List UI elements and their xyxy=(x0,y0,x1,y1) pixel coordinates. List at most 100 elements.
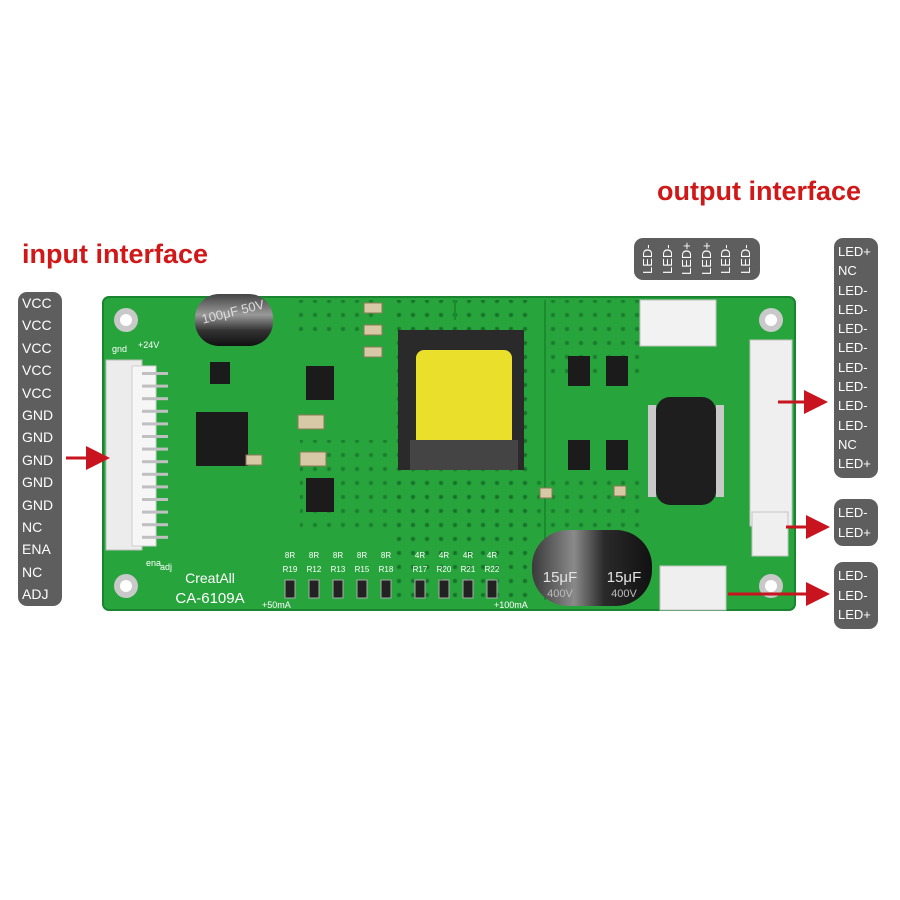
pin-label: LED- xyxy=(838,568,868,583)
pin-label: LED- xyxy=(838,587,868,603)
resistor-value: 4R xyxy=(463,551,473,560)
pin-label: LED+ xyxy=(838,607,871,622)
output-connector-top xyxy=(639,299,717,347)
pin-label: VCC xyxy=(22,384,52,401)
resistor xyxy=(308,579,320,599)
resistor xyxy=(380,579,392,599)
output-b-pin-list: LED- LED+ xyxy=(834,499,878,546)
cap-value-2: 15μF xyxy=(607,569,642,586)
pin-label: NC xyxy=(838,436,857,452)
resistor-value: 8R xyxy=(333,551,343,560)
resistor-value: 4R xyxy=(415,551,425,560)
output-top-pin-list: LED- LED- LED+ LED+ LED- LED- xyxy=(634,238,760,280)
resistor-id: R17 xyxy=(413,565,428,574)
pin-label: GND xyxy=(22,474,54,491)
connector-pin xyxy=(142,535,168,539)
capacitor-small: 100μF 50V xyxy=(195,294,273,346)
pin-label: LED- xyxy=(838,340,868,356)
resistor-value: 8R xyxy=(285,551,295,560)
connector-pin xyxy=(142,523,168,527)
pin-label: LED- xyxy=(838,321,868,337)
resistor-id: R22 xyxy=(485,565,500,574)
resistor-id: R19 xyxy=(283,565,298,574)
resistor xyxy=(414,579,426,599)
cap-voltage: 400V xyxy=(547,588,573,600)
output-interface-title: output interface xyxy=(657,176,862,206)
silk-ena: ena xyxy=(146,558,161,568)
connector-pin xyxy=(142,397,168,401)
resistor-value: 8R xyxy=(357,551,367,560)
connector-pin xyxy=(142,498,168,501)
inductor xyxy=(648,397,724,505)
resistor-row: 8R R19 8R R12 8R R13 8R R15 8R R18 4R R17 4R R20 4R R21… xyxy=(283,551,500,599)
pin-label: GND xyxy=(22,407,54,424)
smd-components xyxy=(245,302,627,499)
current-left: +50mA xyxy=(262,600,291,610)
pin-label: LED+ xyxy=(838,456,871,472)
pin-label: LED- xyxy=(838,398,868,414)
resistor xyxy=(438,579,450,599)
silk-gnd: gnd xyxy=(112,344,127,354)
resistor-value: 4R xyxy=(487,551,497,560)
pin-label: LED+ xyxy=(838,524,871,540)
connector-pin xyxy=(142,409,168,413)
connector-pin xyxy=(142,435,168,438)
silk-24v: +24V xyxy=(138,340,159,350)
pin-label: LED- xyxy=(838,379,868,395)
output-connector-c xyxy=(659,565,727,611)
pin-label: VCC xyxy=(22,339,52,356)
pin-label: LED- xyxy=(838,417,868,433)
board-brand: CreatAll xyxy=(185,570,235,586)
output-c-pin-list: LED- LED- LED+ xyxy=(834,562,878,629)
pin-label: GND xyxy=(22,451,54,468)
input-connector-pins xyxy=(142,372,168,539)
output-connector-main xyxy=(749,339,793,527)
pin-label: ENA xyxy=(22,541,51,558)
pin-label: NC xyxy=(22,563,43,580)
pin-label: LED- xyxy=(838,282,868,298)
resistor-id: R21 xyxy=(461,565,476,574)
connector-pin xyxy=(142,472,168,476)
connector-pin xyxy=(142,447,168,451)
connector-pin xyxy=(142,510,168,514)
resistor-id: R20 xyxy=(437,565,452,574)
resistor-id: R13 xyxy=(331,565,346,574)
pin-label: LED+ xyxy=(679,242,694,276)
resistor-id: R15 xyxy=(355,565,370,574)
pin-label: GND xyxy=(22,429,54,446)
pin-label: NC xyxy=(838,263,857,279)
pin-label: LED- xyxy=(838,359,868,375)
transformer xyxy=(398,330,524,470)
cap-voltage-2: 400V xyxy=(611,588,637,600)
pin-label: NC xyxy=(22,519,43,536)
connector-pin xyxy=(142,422,168,426)
resistor-value: 8R xyxy=(309,551,319,560)
connector-pin xyxy=(142,384,168,388)
pin-label: LED+ xyxy=(698,242,714,276)
pin-label: VCC xyxy=(22,317,52,334)
board-model: CA-6109A xyxy=(175,590,244,607)
output-connector-b xyxy=(751,511,789,557)
pin-label: LED- xyxy=(640,244,655,274)
resistor-id: R18 xyxy=(379,565,394,574)
pin-label: LED+ xyxy=(838,244,871,259)
resistor xyxy=(486,579,498,599)
pin-label: LED- xyxy=(718,244,733,274)
resistor xyxy=(356,579,368,599)
capacitor-main: 15μF 15μF 400V 400V xyxy=(532,530,652,606)
pin-label: LED- xyxy=(838,505,868,520)
resistor-id: R12 xyxy=(307,565,322,574)
input-connector xyxy=(105,359,157,551)
connector-pin xyxy=(142,485,168,489)
ic-chips xyxy=(196,356,628,512)
pin-label: VCC xyxy=(22,295,52,311)
pin-label: VCC xyxy=(22,362,52,379)
connector-pin xyxy=(142,372,168,375)
pin-label: LED- xyxy=(737,244,753,274)
connector-pin xyxy=(142,460,168,464)
pin-label: LED- xyxy=(659,244,675,274)
resistor-value: 4R xyxy=(439,551,449,560)
resistor-value: 8R xyxy=(381,551,391,560)
